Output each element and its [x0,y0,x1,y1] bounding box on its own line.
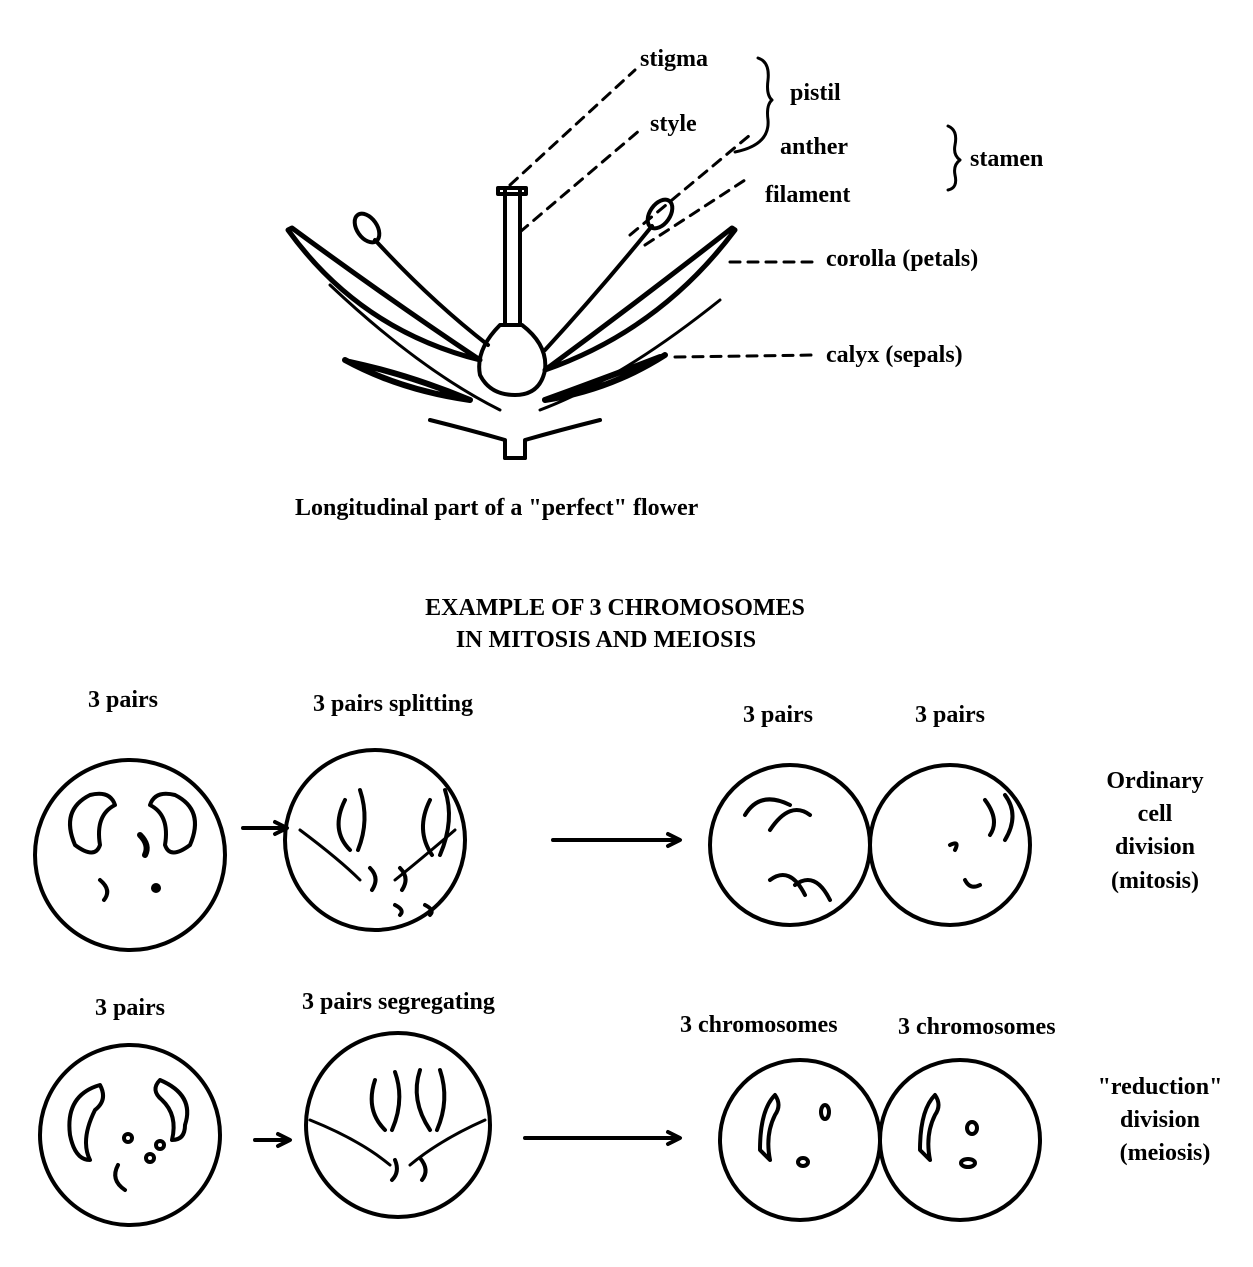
stigma-shape [496,186,528,196]
meiosis-daughter2-label: 3 chromosomes [898,1014,1056,1040]
flower-caption: Longitudinal part of a "perfect" flower [295,495,699,521]
right-sepal [542,352,668,403]
meiosis-daughter-2 [878,1058,1042,1222]
meiosis-arrow-2 [523,1130,682,1146]
stigma-leader [508,68,637,187]
right-petal [542,225,738,373]
meiosis-stage1-label: 3 pairs [95,995,166,1021]
mitosis-stage1-label: 3 pairs [88,687,159,713]
mitosis-stage2-label: 3 pairs splitting [313,691,474,717]
mitosis-daughter2-label: 3 pairs [915,702,986,728]
mitosis-cell-2 [283,748,467,932]
style-shape [503,188,522,327]
meiosis-desc-1: "reduction" [1097,1074,1223,1100]
receptacle [428,418,602,460]
meiosis-daughter1-label: 3 chromosomes [680,1012,838,1038]
leader-lines [508,68,817,359]
corolla-label: corolla (petals) [826,246,979,272]
mitosis-cell-1 [33,758,227,952]
anther-leader [628,133,752,237]
mitosis-daughter1-label: 3 pairs [743,702,814,728]
meiosis-cell-2 [304,1031,492,1219]
pistil-label: pistil [790,80,841,106]
style-label: style [650,111,697,137]
filament-label: filament [765,182,851,208]
mitosis-desc-3: division [1114,834,1196,860]
mitosis-desc-1: Ordinary [1106,768,1204,794]
mitosis-daughter-2 [868,763,1032,927]
left-petal [285,225,483,363]
calyx-label: calyx (sepals) [826,342,963,368]
mitosis-arrow-1 [241,820,289,836]
cells [33,748,1042,1227]
meiosis-cell-1 [38,1043,222,1227]
left-anther [352,211,382,245]
stamen-label: stamen [970,146,1044,172]
mitosis-desc-4: (mitosis) [1111,868,1199,894]
mitosis-desc-2: cell [1137,801,1173,827]
filament-leader [643,178,747,247]
stamen-brace [946,124,962,192]
right-filament [543,224,654,352]
meiosis-stage2-label: 3 pairs segregating [302,989,495,1015]
section-title-line2: IN MITOSIS AND MEIOSIS [455,627,757,653]
mitosis-arrow-2 [551,832,682,848]
meiosis-daughter-1 [718,1058,882,1222]
anther-label: anther [780,134,848,160]
style-leader [518,128,642,234]
meiosis-desc-3: (meiosis) [1119,1140,1211,1166]
flower-drawing [285,186,738,460]
meiosis-desc-2: division [1119,1107,1201,1133]
pistil-brace [733,56,774,154]
meiosis-arrow-1 [253,1132,292,1148]
left-sepal [342,357,473,403]
stigma-label: stigma [640,46,708,72]
mitosis-daughter-1 [708,763,872,927]
calyx-leader [673,353,817,359]
section-title-line1: EXAMPLE OF 3 CHROMOSOMES [425,595,805,621]
ovary [477,323,548,397]
left-filament [373,238,490,347]
